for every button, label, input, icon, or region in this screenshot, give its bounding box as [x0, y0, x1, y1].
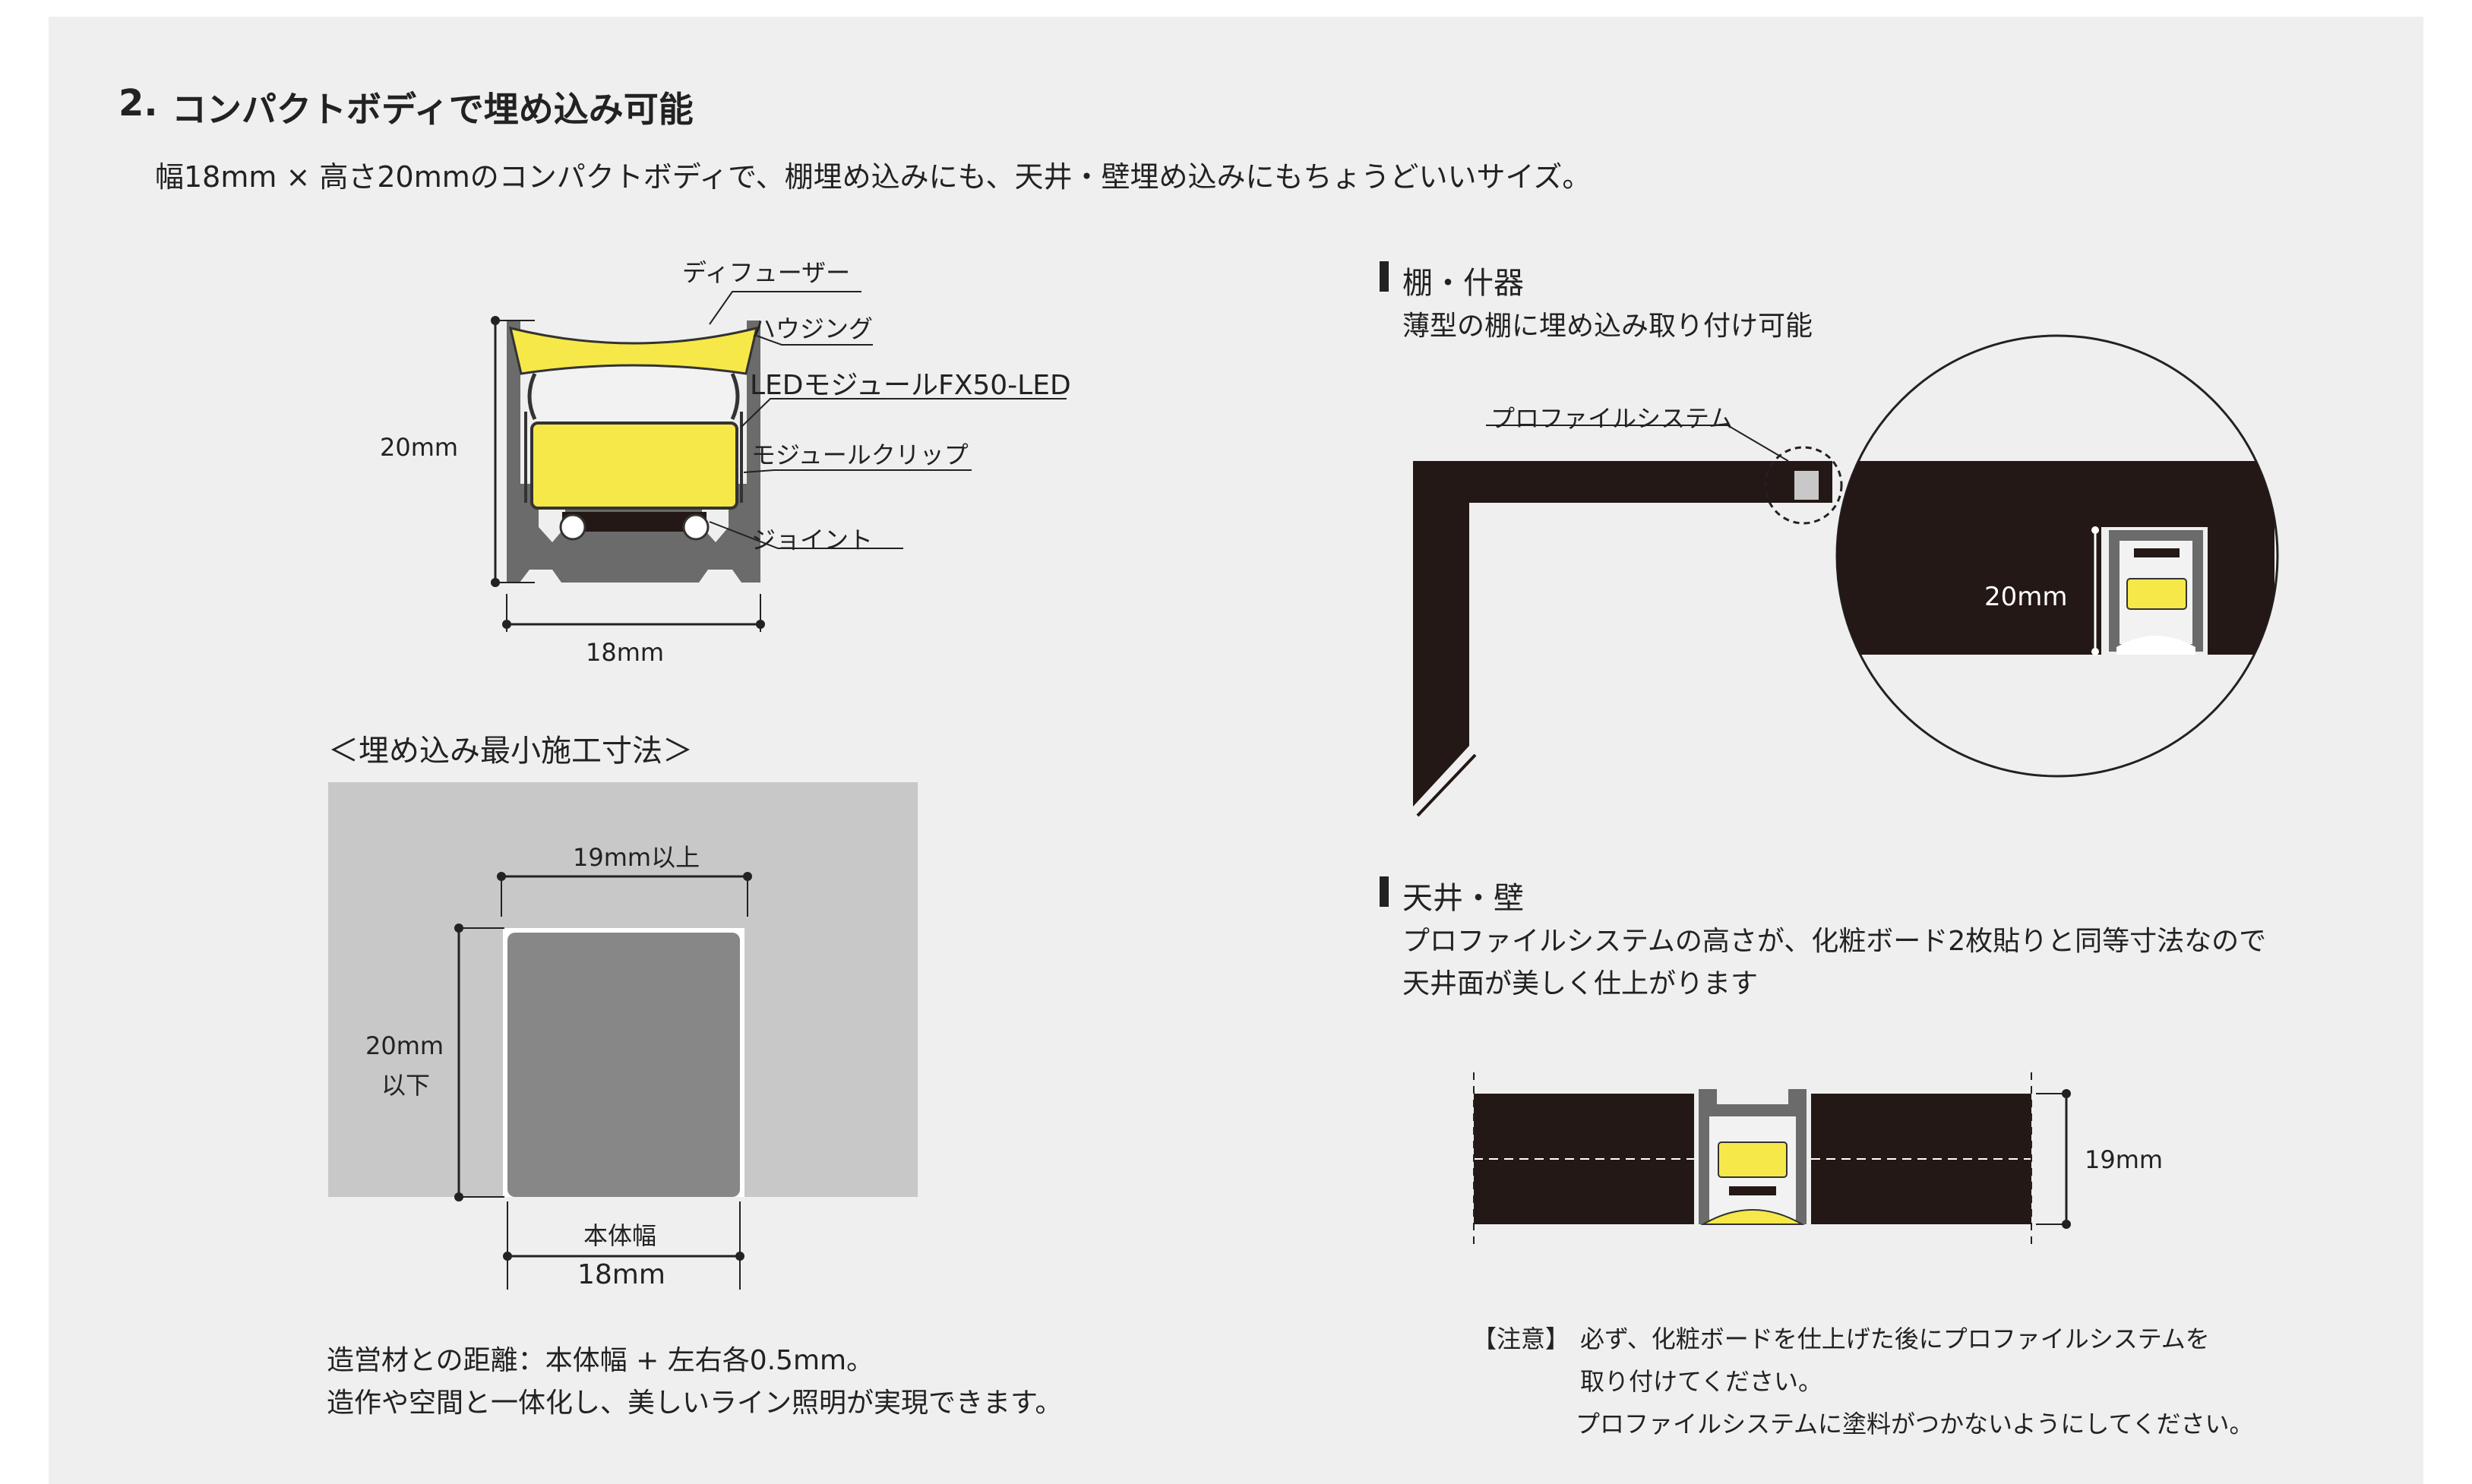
joint-shape	[562, 512, 707, 532]
label-led-module: LEDモジュールFX50-LED	[750, 370, 1071, 401]
content-panel: 2. コンパクトボディで埋め込み可能 幅18mm × 高さ20mmのコンパクトボ…	[49, 17, 2423, 1484]
section-title: コンパクトボディで埋め込み可能	[172, 89, 694, 130]
label-module-clip: モジュールクリップ	[751, 440, 969, 469]
label-diffuser: ディフューザー	[682, 258, 851, 287]
label-housing: ハウジング	[751, 314, 874, 343]
label-joint: ジョイント	[751, 526, 874, 554]
max-height-label: 20mm	[365, 1031, 444, 1060]
caution-line-3: プロファイルシステムに塗料がつかないようにしてください。	[1576, 1410, 2254, 1438]
caution-label: 【注意】	[1472, 1325, 1570, 1353]
ceiling-heading-bar	[1380, 876, 1389, 907]
min-install-title: ＜埋め込み最小施工寸法＞	[328, 734, 693, 769]
caution-line-1: 必ず、化粧ボードを仕上げた後にプロファイルシステムを	[1580, 1325, 2210, 1353]
ceiling-led	[1718, 1141, 1788, 1178]
shelf-heading-bar	[1380, 261, 1389, 292]
shelf-diagram	[1413, 334, 2279, 817]
led-module-shape	[530, 422, 738, 510]
shelf-description: 薄型の棚に埋め込み取り付け可能	[1402, 311, 1813, 342]
section-intro: 幅18mm × 高さ20mmのコンパクトボディで、棚埋め込みにも、天井・壁埋め込…	[155, 160, 1592, 194]
zoom-height-label: 20mm	[1984, 582, 2068, 612]
shelf-board	[1413, 461, 1832, 807]
diffuser-shape	[508, 326, 759, 375]
profile-system-label: プロファイルシステム	[1490, 404, 1734, 433]
ceiling-description-1: プロファイルシステムの高さが、化粧ボード2枚貼りと同等寸法なので	[1402, 926, 2267, 957]
min-width-label: 19mm以上	[573, 843, 700, 872]
min-install-note-1: 造営材との距離：本体幅 + 左右各0.5mm。	[327, 1345, 874, 1376]
section-number: 2.	[119, 82, 158, 125]
ceiling-height-label: 19mm	[2085, 1145, 2164, 1174]
min-install-note-2: 造作や空間と一体化し、美しいライン照明が実現できます。	[327, 1388, 1063, 1419]
body-width-value: 18mm	[577, 1259, 665, 1290]
dimension-width-18mm: 18mm	[586, 638, 665, 667]
body-width-label: 本体幅	[583, 1221, 657, 1250]
dimension-height-20mm: 20mm	[380, 433, 459, 462]
ceiling-diffuser	[1700, 1209, 1805, 1225]
shelf-heading: 棚・什器	[1402, 266, 1524, 301]
zoom-led	[2126, 578, 2187, 610]
min-install-diagram	[328, 782, 918, 1290]
ceiling-description-2: 天井面が美しく仕上がります	[1402, 968, 1759, 999]
profile-cross-section-diagram	[491, 291, 1067, 632]
max-height-label-suffix: 以下	[381, 1071, 431, 1100]
profile-slot-small	[1794, 471, 1819, 500]
ceiling-diagram	[1473, 1072, 2071, 1247]
caution-line-2: 取り付けてください。	[1580, 1367, 1823, 1396]
profile-body	[507, 933, 740, 1197]
ceiling-heading: 天井・壁	[1402, 881, 1524, 916]
